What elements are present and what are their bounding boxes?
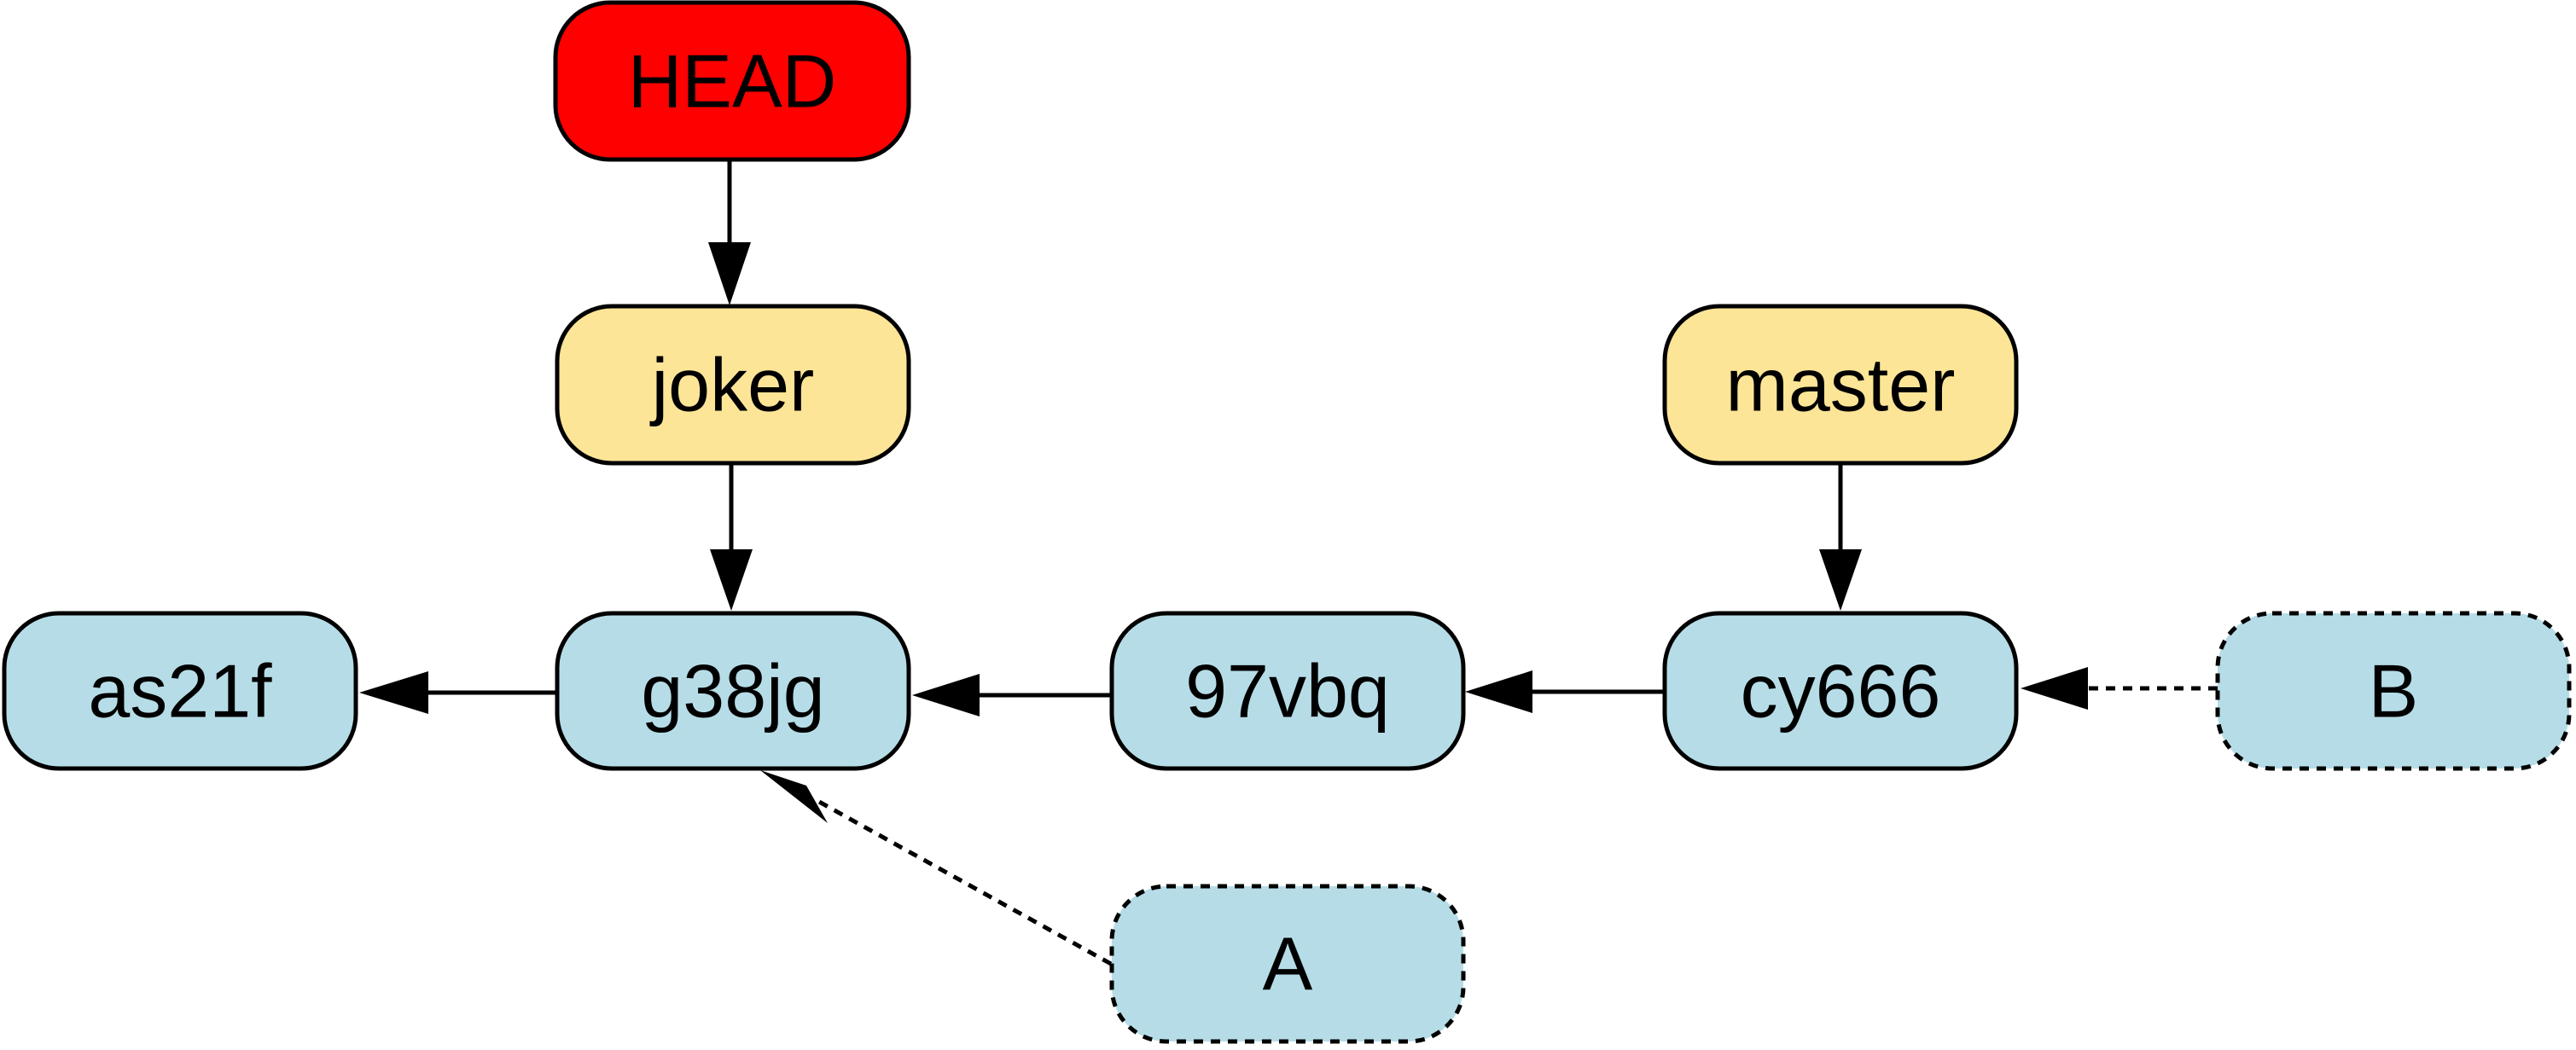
node-master-box: [1662, 304, 2019, 466]
node-joker: joker: [555, 304, 911, 466]
node-97vbq-label: 97vbq: [1185, 649, 1390, 734]
node-head-box: [553, 0, 911, 162]
arrowhead-as21f-right: [359, 671, 428, 714]
node-joker-label: joker: [649, 343, 815, 427]
node-master: master: [1662, 304, 2019, 466]
node-g38jg-box: [555, 611, 911, 771]
node-b: B: [2215, 611, 2572, 771]
node-97vbq-box: [1109, 611, 1466, 771]
arrowhead-g38jg-top: [710, 549, 753, 611]
node-master-label: master: [1726, 343, 1956, 427]
arrowhead-g38jg-right: [912, 674, 980, 716]
arrowhead-joker-top: [708, 242, 751, 305]
arrowhead-cy666-top: [1819, 549, 1862, 611]
node-g38jg: g38jg: [555, 611, 911, 771]
edge-a-to-g38jg: [817, 799, 1113, 966]
node-b-label: B: [2369, 649, 2419, 734]
arrowhead-97vbq-right: [1465, 670, 1532, 713]
node-97vbq: 97vbq: [1109, 611, 1466, 771]
node-cy666: cy666: [1662, 611, 2019, 771]
arrowhead-cy666-right: [2021, 667, 2088, 710]
edges: [359, 160, 2218, 966]
node-joker-box: [555, 304, 911, 466]
node-a: A: [1109, 884, 1466, 1044]
node-as21f-label: as21f: [88, 649, 272, 734]
node-head-label: HEAD: [628, 39, 837, 124]
node-cy666-label: cy666: [1741, 649, 1941, 734]
node-b-box: [2215, 611, 2572, 771]
node-cy666-box: [1662, 611, 2019, 771]
node-a-box: [1109, 884, 1466, 1044]
node-head: HEAD: [553, 0, 911, 162]
node-a-label: A: [1263, 922, 1313, 1006]
node-g38jg-label: g38jg: [641, 649, 824, 734]
arrowhead-g38jg-bottom: [760, 770, 828, 823]
node-as21f: as21f: [2, 611, 358, 771]
node-as21f-box: [2, 611, 358, 771]
